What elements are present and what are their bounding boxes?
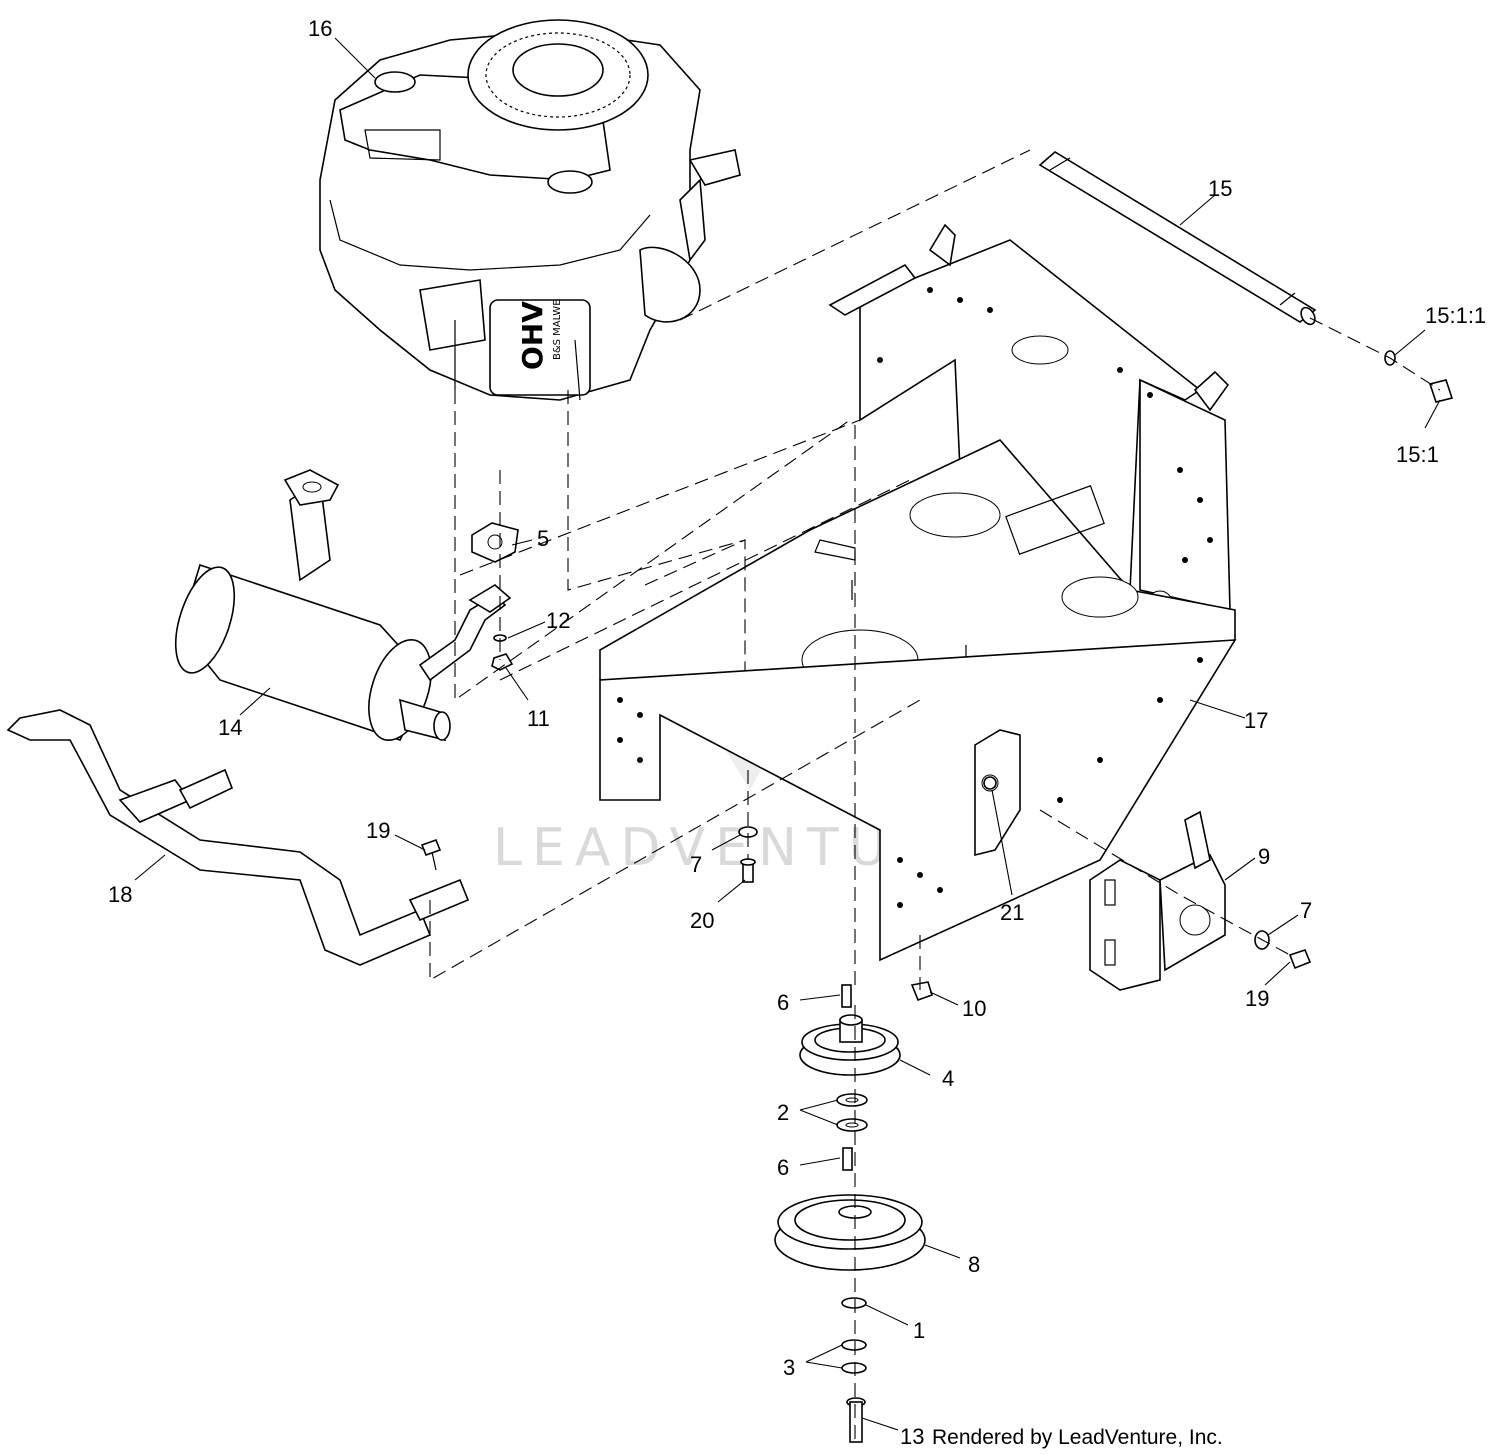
engine-label-ohv: OHV — [516, 301, 549, 370]
fitting-part-15-1[interactable] — [1428, 379, 1454, 403]
bolt-part-20[interactable] — [740, 858, 756, 883]
bolt-part-19a[interactable] — [420, 838, 442, 871]
frame-part-17[interactable] — [599, 223, 1237, 962]
callout-7b: 7 — [1300, 898, 1312, 923]
alignment-lines — [429, 149, 1441, 1440]
callout-11: 11 — [527, 706, 550, 731]
pin-part-6b[interactable] — [842, 1147, 853, 1171]
pulley-part-8[interactable] — [774, 1194, 926, 1271]
bar-part-18[interactable] — [6, 709, 470, 966]
bolt-part-13[interactable] — [846, 1397, 866, 1443]
callout-12: 12 — [546, 608, 570, 633]
callout-6a: 6 — [777, 990, 789, 1015]
callout-18: 18 — [108, 882, 132, 907]
tube-part-15[interactable] — [1038, 151, 1318, 327]
callout-16: 16 — [308, 16, 332, 41]
nut-part-10[interactable] — [910, 981, 933, 1002]
callout-8: 8 — [968, 1252, 980, 1277]
bolt-part-21[interactable] — [983, 776, 997, 790]
bolt-part-19b[interactable] — [1288, 949, 1312, 970]
nut-part-11[interactable] — [491, 653, 514, 671]
callout-labels: 16 15 15:1:1 15:1 5 12 11 14 17 19 18 7 … — [108, 16, 1486, 1449]
callout-5: 5 — [537, 526, 549, 551]
callout-20: 20 — [690, 908, 714, 933]
engine-label-brand: B&S MALWE — [552, 299, 563, 360]
callout-1: 1 — [913, 1318, 925, 1343]
frame-holes — [617, 287, 1213, 908]
callout-15-1: 15:1 — [1396, 442, 1439, 467]
callout-7a: 7 — [690, 852, 702, 877]
callout-3: 3 — [783, 1355, 795, 1380]
callout-2: 2 — [777, 1100, 789, 1125]
pulley-part-4[interactable] — [799, 1014, 901, 1076]
callout-19b: 19 — [1245, 986, 1269, 1011]
washer-part-1[interactable] — [841, 1297, 867, 1309]
pin-part-6a[interactable] — [841, 984, 852, 1008]
callout-leaders — [134, 37, 1441, 1431]
callout-9: 9 — [1258, 844, 1270, 869]
bracket-part-9[interactable] — [1089, 810, 1226, 991]
callout-13: 13 — [900, 1424, 924, 1449]
engine-part-16[interactable]: OHV B&S MALWE — [319, 19, 741, 401]
washers-part-2[interactable] — [836, 1093, 868, 1132]
callout-15-1-1: 15:1:1 — [1425, 303, 1486, 328]
callout-19a: 19 — [366, 818, 390, 843]
callout-15: 15 — [1208, 176, 1232, 201]
muffler-part-14[interactable] — [164, 469, 512, 748]
gasket-part-5[interactable] — [471, 522, 519, 563]
callout-10: 10 — [962, 996, 986, 1021]
footer-credit: Rendered by LeadVenture, Inc. — [932, 1426, 1223, 1449]
callout-6b: 6 — [777, 1155, 789, 1180]
callout-4: 4 — [942, 1066, 954, 1091]
callout-14: 14 — [218, 715, 242, 740]
callout-21: 21 — [1000, 900, 1024, 925]
callout-17: 17 — [1244, 708, 1268, 733]
washers-part-3[interactable] — [841, 1339, 867, 1374]
